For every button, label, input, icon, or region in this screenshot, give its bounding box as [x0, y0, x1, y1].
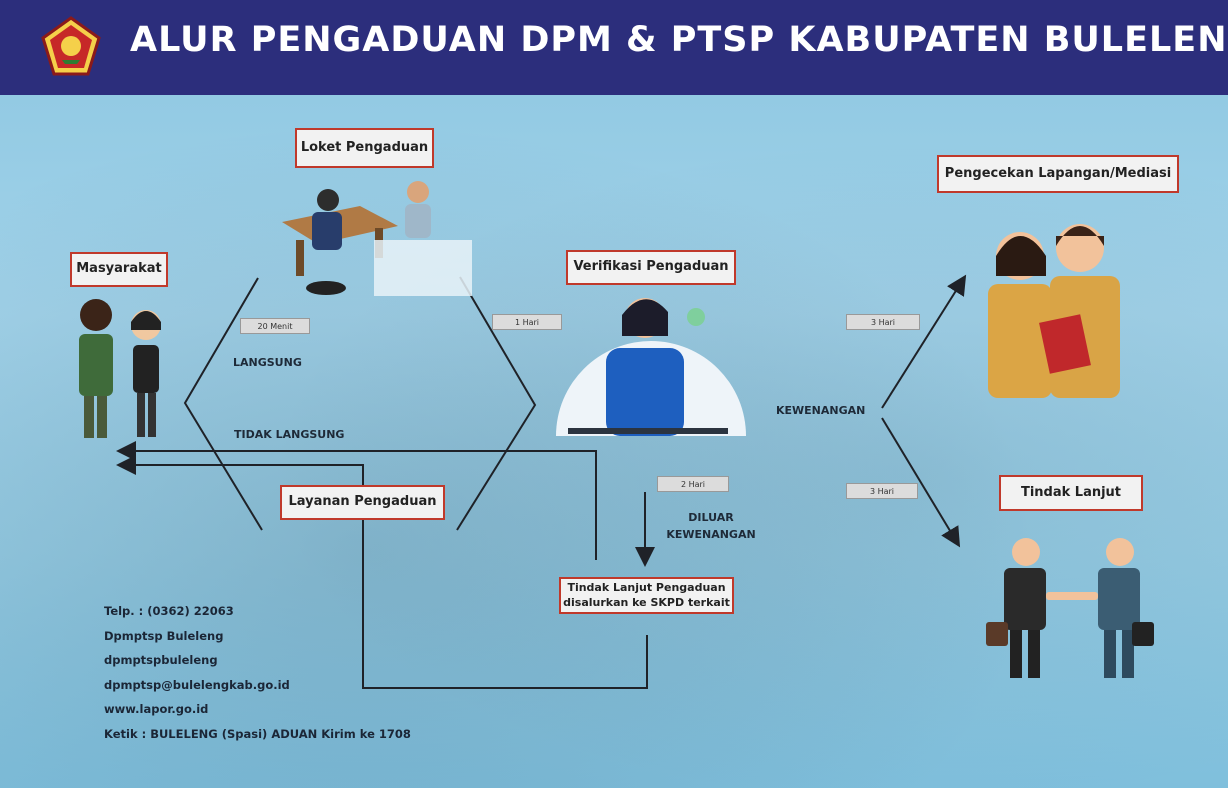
node-pengecekan-lapangan: Pengecekan Lapangan/Mediasi: [937, 155, 1179, 193]
arrow-to-pengecekan: [881, 274, 967, 409]
contact-handle: dpmptspbuleleng: [104, 653, 218, 667]
operator-illustration-icon: [556, 298, 746, 436]
handshake-illustration-icon: [986, 538, 1154, 678]
right-chevron-line: [456, 276, 537, 531]
arrow-to-tindak-lanjut: [881, 417, 961, 548]
return-line-layanan: [116, 455, 364, 488]
duration-tag-2-hari: 2 Hari: [657, 476, 729, 492]
service-desk-illustration-icon: [282, 181, 472, 296]
contact-info: Telp. : (0362) 22063 Dpmptsp Buleleng dp…: [104, 604, 411, 751]
field-officers-illustration-icon: [988, 224, 1120, 398]
header-banner: ALUR PENGADUAN DPM & PTSP KABUPATEN BULE…: [0, 0, 1228, 95]
duration-tag-1-hari: 1 Hari: [492, 314, 562, 330]
duration-tag-20-menit: 20 Menit: [240, 318, 310, 334]
citizens-illustration-icon: [79, 299, 161, 438]
node-verifikasi-pengaduan: Verifikasi Pengaduan: [566, 250, 736, 285]
node-masyarakat: Masyarakat: [70, 252, 168, 287]
left-chevron-line: [183, 277, 263, 531]
contact-email: dpmptsp@bulelengkab.go.id: [104, 677, 290, 692]
node-tindak-lanjut: Tindak Lanjut: [999, 475, 1143, 511]
node-loket-pengaduan: Loket Pengaduan: [295, 128, 434, 168]
label-tidak-langsung: TIDAK LANGSUNG: [234, 428, 345, 441]
contact-sms: Ketik : BULELENG (Spasi) ADUAN Kirim ke …: [104, 726, 411, 741]
duration-tag-3-hari-top: 3 Hari: [846, 314, 920, 330]
regency-emblem-icon: [41, 16, 101, 76]
page-title: ALUR PENGADUAN DPM & PTSP KABUPATEN BULE…: [130, 20, 1228, 60]
duration-tag-3-hari-bottom: 3 Hari: [846, 483, 918, 499]
node-tindak-lanjut-skpd: Tindak Lanjut Pengaduan disalurkan ke SK…: [559, 577, 734, 614]
label-diluar-kewenangan: DILUAR KEWENANGAN: [666, 511, 756, 541]
label-kewenangan: KEWENANGAN: [776, 404, 866, 417]
return-line-skpd: [116, 441, 597, 560]
contact-website: www.lapor.go.id: [104, 702, 209, 716]
contact-name: Dpmptsp Buleleng: [104, 628, 224, 643]
node-layanan-pengaduan: Layanan Pengaduan: [280, 485, 445, 520]
feedback-bottom-line: [362, 520, 648, 689]
contact-phone: Telp. : (0362) 22063: [104, 604, 234, 618]
label-langsung: LANGSUNG: [233, 356, 302, 369]
